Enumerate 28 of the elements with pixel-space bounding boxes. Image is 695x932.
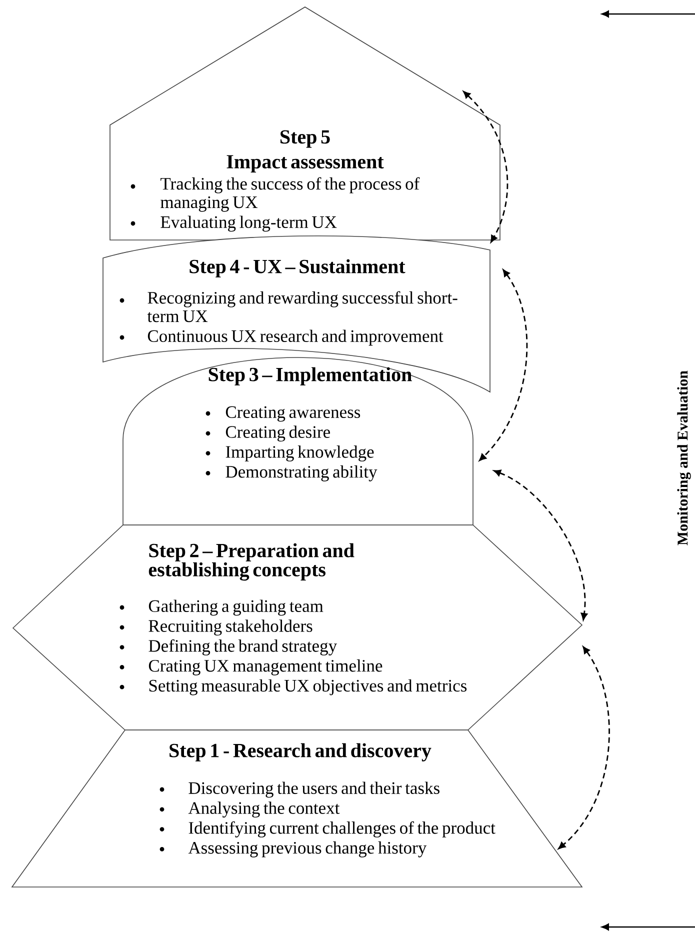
bullet-item: Creating desire: [206, 426, 330, 442]
step-heading: Step 4 - UX – Sustainment: [190, 259, 406, 278]
bullet-item: Recruiting stakeholders: [120, 620, 312, 636]
bullet-item: Evaluating long-term UX: [130, 216, 337, 232]
bullet-item: Demonstrating ability: [206, 465, 378, 482]
bullet-item: Continuous UX research and improvement: [120, 330, 444, 346]
step-heading: Step 1 - Research and discovery: [170, 743, 432, 762]
step-heading: Step 5: [280, 130, 330, 148]
double-arrow: [463, 91, 508, 243]
bullet-item: Gathering a guiding team: [120, 600, 324, 616]
step-heading: Step 2 – Preparation and establishing concepts: [148, 543, 354, 581]
double-arrow: [558, 646, 610, 850]
bullet-item: Defining the brand strategy: [120, 639, 337, 656]
bullet-item: Recognizing and rewarding successful short-term UX: [120, 291, 458, 322]
step-heading: Impact assessment: [226, 155, 384, 173]
bullet-item: Crating UX management timeline: [120, 659, 382, 676]
bullet-item: Tracking the success of the process of managing UX: [130, 177, 420, 212]
double-arrow: [479, 269, 528, 461]
bullet-item: Identifying current challenges of the product: [160, 821, 496, 838]
side-label: Monitoring and Evaluation: [677, 370, 691, 546]
step-heading: Step 3 – Implementation: [208, 367, 412, 386]
bullet-item: Imparting knowledge: [206, 446, 374, 462]
double-arrow: [494, 470, 588, 620]
bullet-item: Assessing previous change history: [160, 841, 427, 858]
bullet-item: Creating awareness: [206, 406, 360, 422]
bullet-item: Analysing the context: [160, 802, 340, 818]
bullet-item: Setting measurable UX objectives and metrics: [120, 679, 467, 696]
bullet-item: Discovering the users and their tasks: [160, 782, 440, 798]
